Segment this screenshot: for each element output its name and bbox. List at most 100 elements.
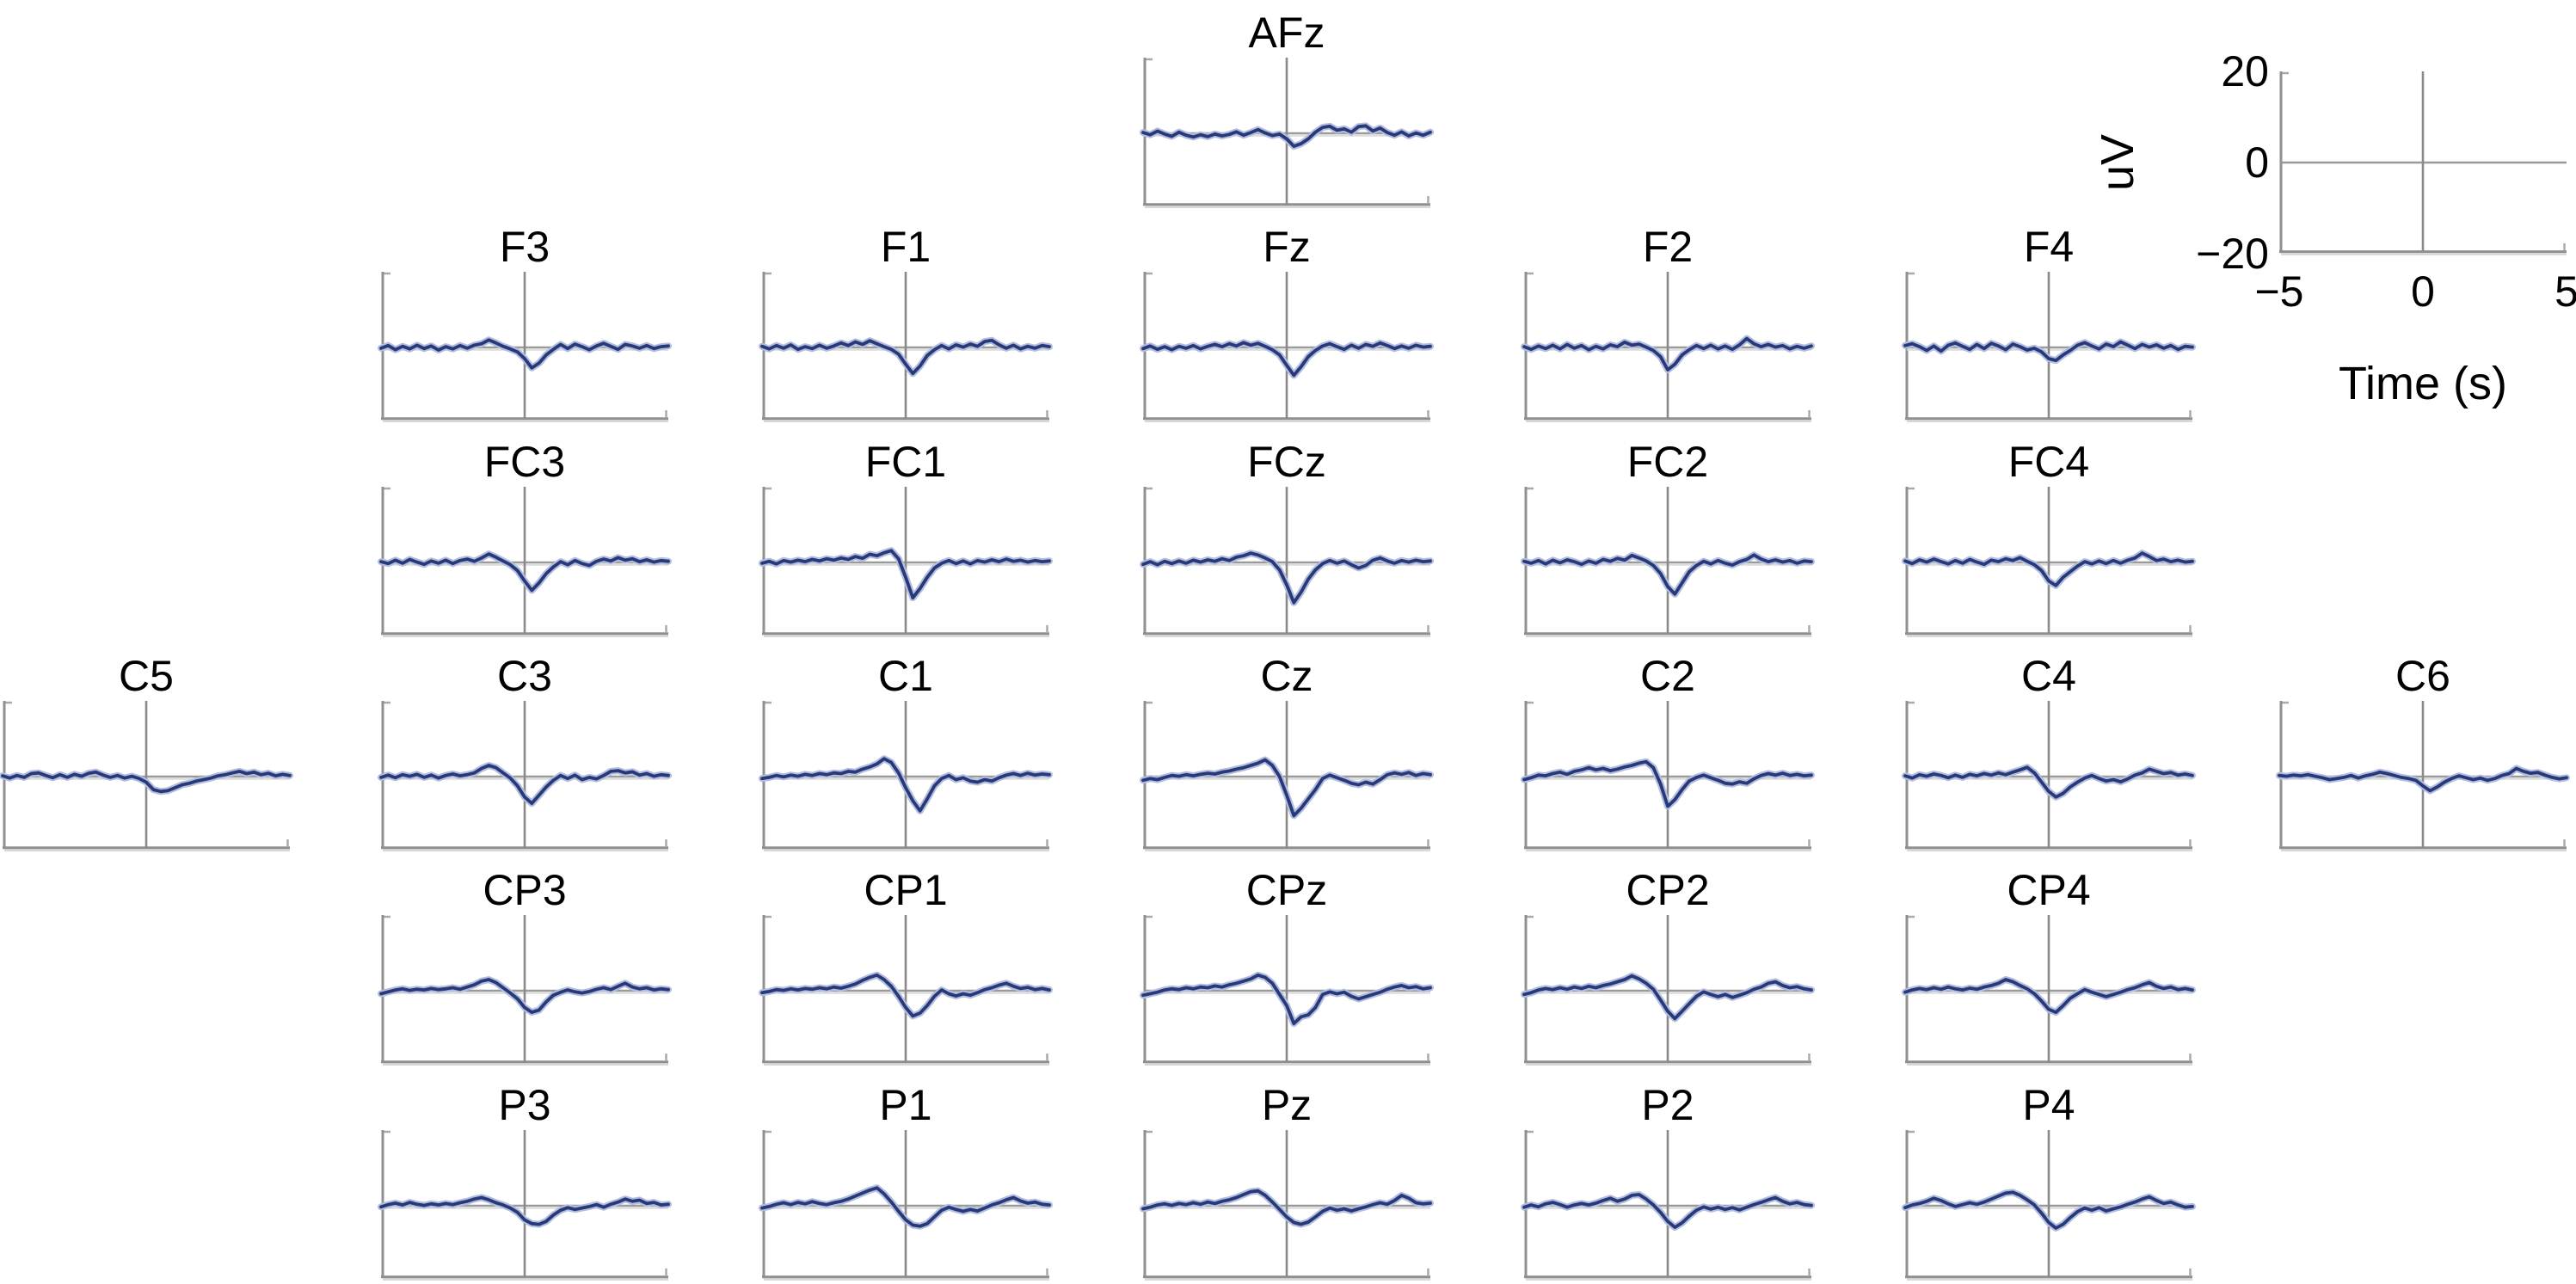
trace-FCz — [1141, 551, 1432, 605]
channel-label-F1: F1 — [880, 223, 931, 271]
channel-label-C6: C6 — [2395, 652, 2450, 700]
trace-FC3 — [379, 552, 670, 593]
channel-label-P3: P3 — [498, 1081, 551, 1129]
channel-axes-FC2 — [1521, 487, 1815, 638]
channel-label-F2: F2 — [1642, 223, 1694, 271]
trace-C4 — [1903, 765, 2194, 799]
channel-plot-C4: C4 — [1902, 653, 2196, 852]
channel-plot-C5: C5 — [0, 653, 293, 852]
channel-plot-F2: F2 — [1521, 224, 1815, 423]
trace-F3 — [379, 338, 670, 370]
trace-FC1 — [760, 549, 1051, 600]
trace-P3 — [379, 1195, 670, 1226]
channel-plot-C2: C2 — [1521, 653, 1815, 852]
trace-CP2 — [1522, 974, 1813, 1021]
scale-legend-axes — [2279, 71, 2567, 255]
channel-label-CPz: CPz — [1245, 866, 1328, 914]
channel-axes-AFz — [1140, 58, 1434, 209]
channel-label-C3: C3 — [497, 652, 552, 700]
channel-axes-CP4 — [1902, 915, 2196, 1066]
trace-Fz — [1141, 341, 1432, 378]
channel-axes-C5 — [0, 701, 293, 852]
trace-F1 — [760, 338, 1051, 376]
channel-label-Cz: Cz — [1260, 652, 1313, 700]
channel-plot-CP4: CP4 — [1902, 867, 2196, 1066]
channel-label-C5: C5 — [119, 652, 174, 700]
legend-x-axis-label: Time (s) — [2339, 358, 2507, 409]
channel-axes-F1 — [759, 272, 1053, 423]
channel-label-FC1: FC1 — [864, 438, 947, 486]
channel-axes-P3 — [378, 1130, 672, 1281]
channel-plot-F4: F4 — [1902, 224, 2196, 423]
channel-label-CP3: CP3 — [483, 866, 567, 914]
legend-xtick-minus5: −5 — [2254, 267, 2304, 316]
channel-plot-Pz: Pz — [1140, 1082, 1434, 1281]
channel-axes-C4 — [1902, 701, 2196, 852]
channel-label-CP4: CP4 — [2007, 866, 2091, 914]
channel-plot-CP2: CP2 — [1521, 867, 1815, 1066]
trace-P2 — [1522, 1193, 1813, 1229]
channel-axes-FC3 — [378, 487, 672, 638]
channel-label-F4: F4 — [2023, 223, 2075, 271]
channel-plot-FC1: FC1 — [759, 439, 1053, 638]
channel-label-FC3: FC3 — [483, 438, 566, 486]
channel-plot-P2: P2 — [1521, 1082, 1815, 1281]
channel-plot-FC4: FC4 — [1902, 439, 2196, 638]
trace-CP3 — [379, 978, 670, 1014]
channel-axes-F3 — [378, 272, 672, 423]
legend-ytick-0: 0 — [2245, 138, 2269, 187]
channel-axes-P1 — [759, 1130, 1053, 1281]
channel-plot-FCz: FCz — [1140, 439, 1434, 638]
trace-C3 — [379, 764, 670, 805]
channel-axes-C1 — [759, 701, 1053, 852]
channel-axes-C3 — [378, 701, 672, 852]
channel-axes-FC4 — [1902, 487, 2196, 638]
channel-axes-Cz — [1140, 701, 1434, 852]
channel-plot-P1: P1 — [759, 1082, 1053, 1281]
legend-xtick-0: 0 — [2411, 267, 2435, 316]
channel-plot-P4: P4 — [1902, 1082, 2196, 1281]
channel-label-C2: C2 — [1640, 652, 1695, 700]
channel-plot-Fz: Fz — [1140, 224, 1434, 423]
trace-FC2 — [1522, 553, 1813, 596]
channel-label-F3: F3 — [499, 223, 550, 271]
channel-label-Pz: Pz — [1261, 1081, 1313, 1129]
trace-P4 — [1903, 1190, 2194, 1230]
legend-xtick-5: 5 — [2554, 267, 2576, 316]
channel-label-C1: C1 — [878, 652, 933, 700]
legend-ytick-20: 20 — [2221, 47, 2269, 95]
legend-y-axis-label: uV — [2092, 133, 2143, 192]
channel-plot-F1: F1 — [759, 224, 1053, 423]
channel-label-Fz: Fz — [1263, 223, 1311, 271]
trace-Pz — [1141, 1189, 1432, 1226]
channel-axes-Fz — [1140, 272, 1434, 423]
channel-plot-F3: F3 — [378, 224, 672, 423]
channel-label-FC4: FC4 — [2007, 438, 2090, 486]
channel-label-FCz: FCz — [1247, 438, 1326, 486]
channel-axes-P2 — [1521, 1130, 1815, 1281]
channel-plot-FC3: FC3 — [378, 439, 672, 638]
trace-C6 — [2278, 766, 2568, 793]
trace-AFz — [1141, 124, 1432, 148]
channel-axes-C6 — [2276, 701, 2570, 852]
trace-C1 — [760, 757, 1051, 813]
trace-C2 — [1522, 759, 1813, 808]
channel-plot-CP1: CP1 — [759, 867, 1053, 1066]
channel-axes-CP3 — [378, 915, 672, 1066]
channel-label-CP1: CP1 — [864, 866, 948, 914]
channel-label-AFz: AFz — [1248, 9, 1325, 57]
trace-F2 — [1522, 336, 1813, 372]
trace-P1 — [760, 1186, 1051, 1228]
channel-plot-C6: C6 — [2276, 653, 2570, 852]
trace-F4 — [1903, 340, 2194, 362]
trace-C5 — [1, 770, 292, 794]
trace-CPz — [1141, 973, 1432, 1025]
channel-axes-P4 — [1902, 1130, 2196, 1281]
channel-plot-CPz: CPz — [1140, 867, 1434, 1066]
channel-label-P4: P4 — [2022, 1081, 2075, 1129]
trace-CP4 — [1903, 978, 2194, 1014]
trace-FC4 — [1903, 551, 2194, 587]
channel-axes-CPz — [1140, 915, 1434, 1066]
channel-label-C4: C4 — [2021, 652, 2076, 700]
channel-axes-F4 — [1902, 272, 2196, 423]
